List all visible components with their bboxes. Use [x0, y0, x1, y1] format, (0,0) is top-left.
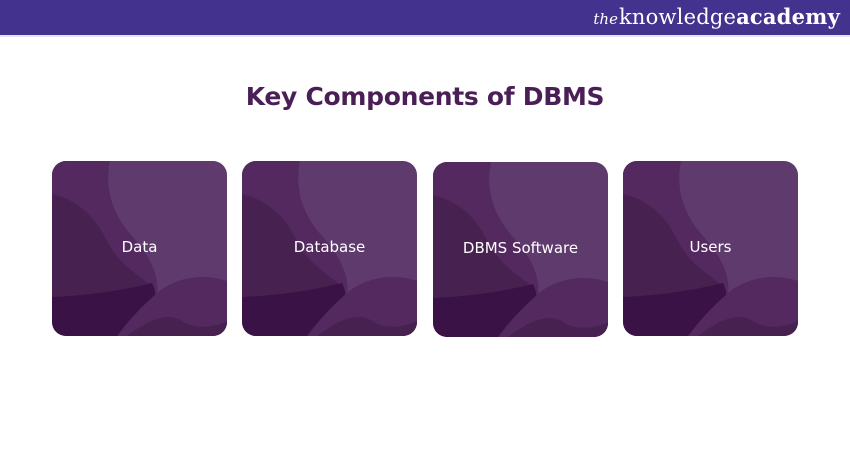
blob-left-inner	[242, 194, 342, 297]
blob-bottom-right-dark	[508, 317, 608, 337]
component-card-database: Database	[242, 161, 417, 336]
blob-bottom-right	[307, 277, 417, 336]
card-label: DBMS Software	[462, 238, 579, 257]
header-divider	[0, 35, 850, 37]
logo-knowledge: knowledge	[618, 5, 737, 29]
card-background-shape	[623, 161, 798, 336]
blob-left-inner	[433, 195, 533, 298]
card-background-shape	[52, 161, 227, 336]
blob-bottom-right	[498, 278, 608, 337]
component-card-users: Users	[623, 161, 798, 336]
blob-bottom-right-dark	[127, 316, 227, 336]
blob-bottom-right-dark	[317, 316, 417, 336]
component-card-data: Data	[52, 161, 227, 336]
blob-left-inner	[623, 194, 723, 297]
card-label: Database	[293, 237, 366, 256]
card-background-shape	[242, 161, 417, 336]
card-background-shape	[433, 162, 608, 337]
component-card-dbms-software: DBMS Software	[433, 162, 608, 337]
logo-academy: academy	[736, 4, 840, 29]
card-label: Users	[689, 237, 732, 256]
logo-the: the	[593, 10, 618, 28]
blob-left-inner	[52, 194, 152, 297]
blob-bottom-right	[117, 277, 227, 336]
blob-bottom-right-dark	[698, 316, 798, 336]
card-label: Data	[121, 237, 158, 256]
page-title: Key Components of DBMS	[245, 82, 605, 111]
blob-bottom-right	[688, 277, 798, 336]
